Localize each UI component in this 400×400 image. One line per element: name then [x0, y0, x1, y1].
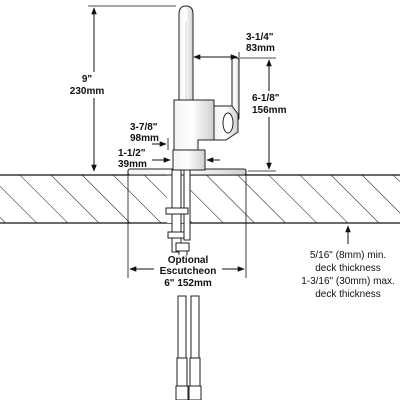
- dim-total-height: 9" 230mm: [70, 5, 176, 172]
- dim-body-width: 3-7/8" 98mm: [130, 122, 169, 150]
- deck-thickness-note: 5/16" (8mm) min. deck thickness 1-3/16" …: [301, 225, 395, 300]
- deck-note-line-1: 5/16" (8mm) min.: [310, 250, 386, 261]
- faucet-body: [172, 5, 240, 171]
- handle-height-imperial: 6-1/8": [252, 93, 280, 104]
- base-diameter-imperial: 1-1/2": [118, 148, 146, 159]
- body-width-metric: 98mm: [130, 133, 159, 144]
- spout-reach-metric: 83mm: [246, 43, 275, 54]
- supply-line-left: [175, 295, 189, 400]
- dim-handle-height: 6-1/8" 156mm: [240, 57, 294, 172]
- body-width-imperial: 3-7/8": [130, 122, 158, 133]
- dim-escutcheon: Optional Escutcheon 6" 152mm: [127, 170, 247, 291]
- spout-reach-imperial: 3-1/4": [246, 32, 274, 43]
- escutcheon-size: 6" 152mm: [164, 278, 212, 289]
- deck-note-line-3: 1-3/16" (30mm) max.: [301, 276, 395, 287]
- base-diameter-metric: 39mm: [118, 159, 147, 170]
- escutcheon-label-2: Escutcheon: [160, 266, 217, 277]
- dim-base-diameter: 1-1/2" 39mm: [118, 148, 220, 170]
- escutcheon-label-1: Optional: [168, 255, 209, 266]
- supply-line-right: [188, 295, 202, 400]
- handle-height-metric: 156mm: [252, 105, 287, 116]
- deck-note-line-2: deck thickness: [315, 263, 381, 274]
- countertop-deck: [0, 174, 400, 224]
- dim-spout-reach: 3-1/4" 83mm: [193, 32, 275, 62]
- total-height-imperial: 9": [82, 74, 93, 85]
- deck-note-line-4: deck thickness: [315, 289, 381, 300]
- total-height-metric: 230mm: [70, 86, 105, 97]
